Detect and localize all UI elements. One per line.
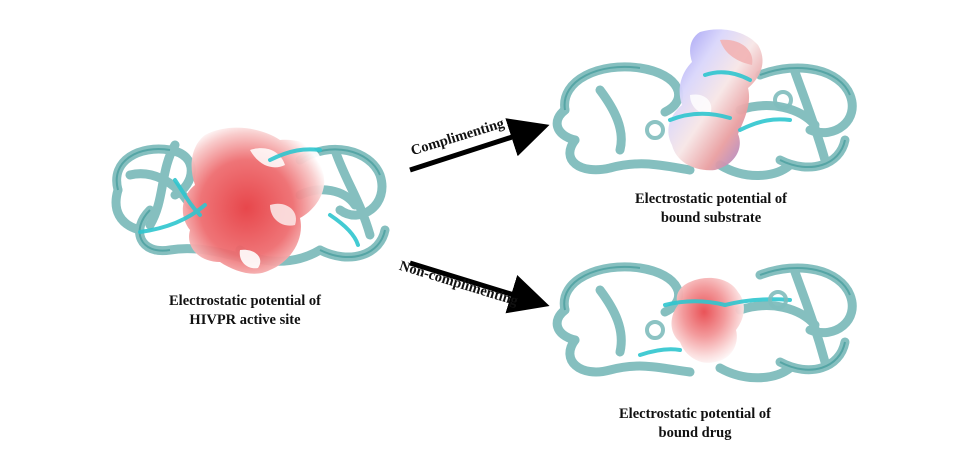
caption-left-line2: HIVPR active site [189, 312, 301, 328]
protein-bottom-right [552, 262, 857, 383]
caption-bottom-right-line1: Electrostatic potential of [619, 406, 771, 422]
surface-substrate [668, 29, 763, 171]
surface-negative-left [182, 127, 325, 274]
caption-left: Electrostatic potential of HIVPR active … [140, 292, 350, 330]
arrow-non-complimenting [409, 260, 550, 314]
protein-top-right [552, 29, 857, 180]
caption-bottom-right: Electrostatic potential of bound drug [590, 405, 800, 443]
protein-left [111, 127, 390, 274]
caption-left-line1: Electrostatic potential of [169, 293, 321, 309]
caption-top-right-line2: bound substrate [660, 210, 762, 226]
arrow-complimenting [409, 118, 550, 173]
surface-drug [671, 277, 744, 363]
caption-bottom-right-line2: bound drug [658, 425, 732, 441]
caption-top-right-line1: Electrostatic potential of [635, 191, 787, 207]
caption-top-right: Electrostatic potential of bound substra… [606, 190, 816, 228]
